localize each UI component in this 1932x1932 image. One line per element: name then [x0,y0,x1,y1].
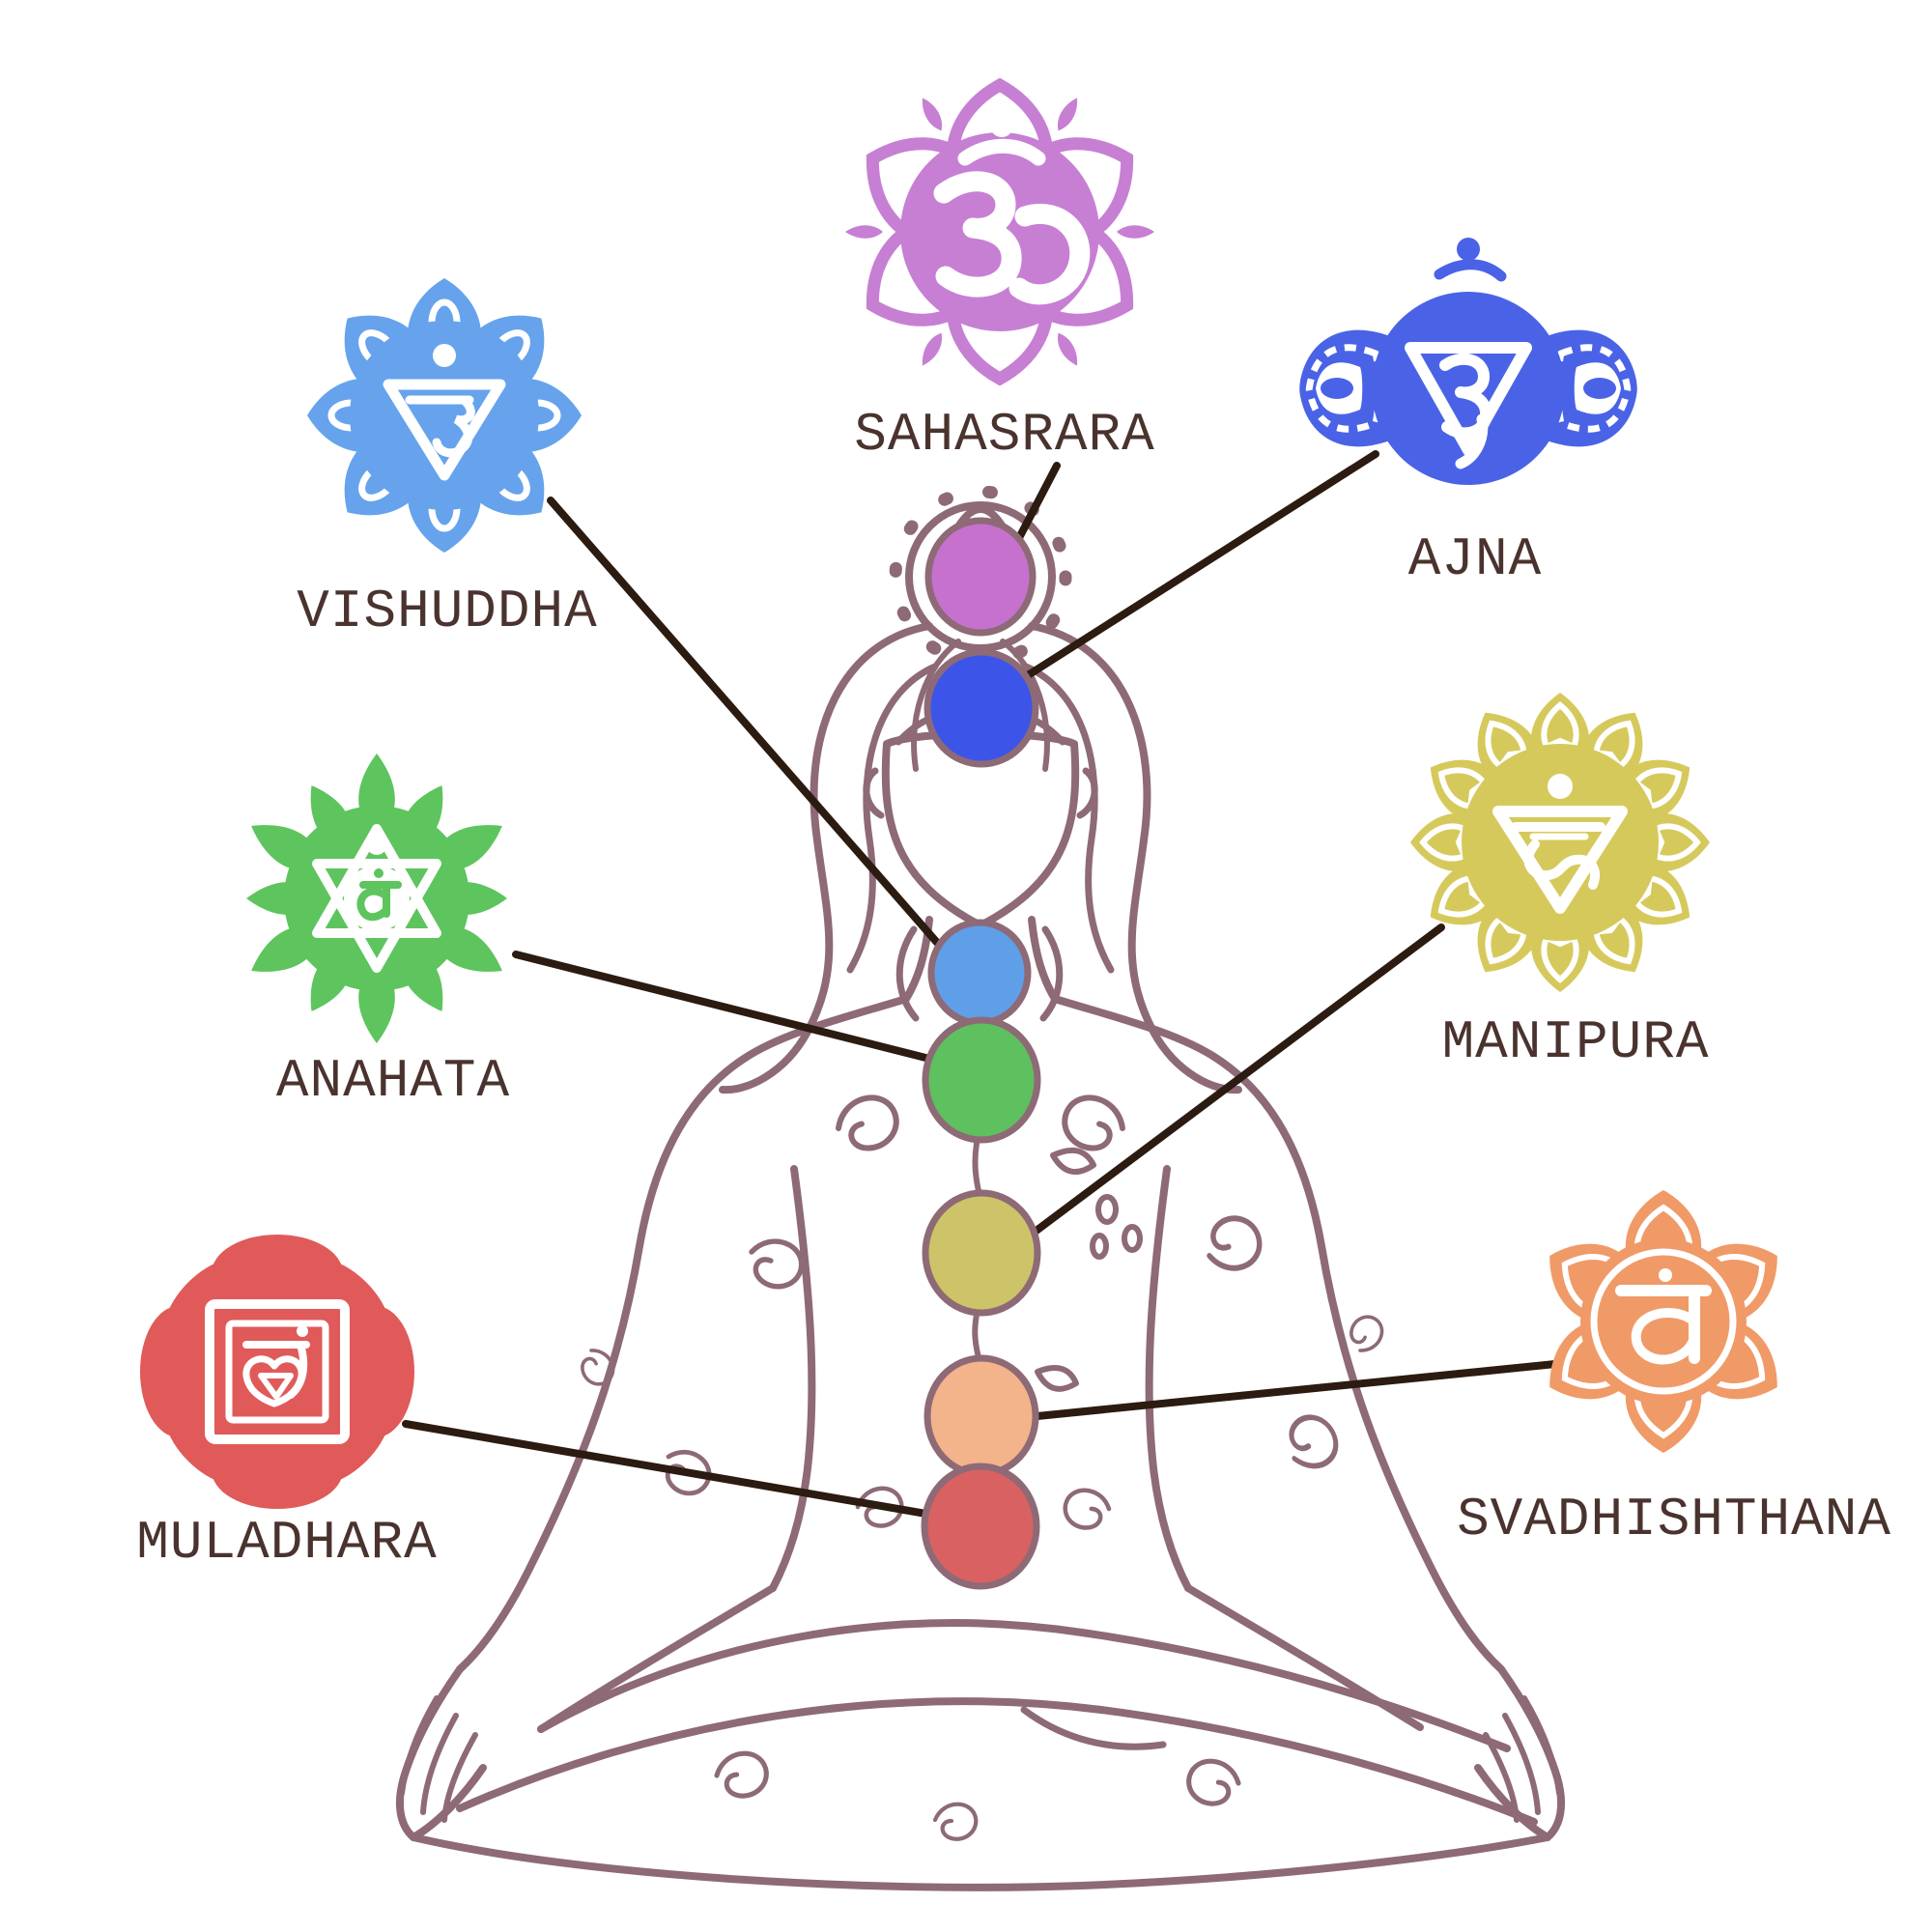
hexagram [312,824,441,973]
teardrop [1117,225,1154,239]
manipura-symbol [1410,693,1710,992]
collar [895,925,920,1022]
vishuddha-connector-line [547,497,956,964]
ram-glyph [1511,822,1605,890]
droplet [1090,1233,1109,1260]
vishuddha-symbol [307,278,582,553]
body-curl [832,1091,903,1157]
lam-glyph [242,1325,310,1407]
ear-right [1076,767,1098,819]
teardrop [917,95,948,134]
teardrop [1052,95,1083,134]
inner-square-outline [205,1299,350,1444]
svadhishthana-symbol [1531,1190,1797,1453]
hand-left-fingers [399,1695,478,1823]
vine-leaf [1035,1147,1096,1392]
sahasrara-symbol [845,85,1154,379]
body-curl [1202,1213,1265,1275]
chakra-labels: SAHASRARA AJNA VISHUDDHA ANAHATA MANIPUR… [136,404,1891,1574]
teardrop [1052,329,1083,369]
collar [1039,925,1064,1022]
anahata-connector-line [512,951,956,1068]
manipura-connector-line [1014,923,1445,1248]
foot-tucked [1020,1706,1167,1750]
symbol-circle [1580,1238,1747,1405]
teardrop [917,329,948,369]
sahasrara-label: SAHASRARA [854,404,1154,466]
muladhara-label: MULADHARA [136,1512,437,1574]
connector-lines [402,450,1578,1520]
teardrop [845,225,883,239]
shin-front-top [537,1619,1511,1752]
svadhishthana-connector-line [1014,1358,1578,1422]
bindu [1548,774,1573,799]
om-glyph [1439,353,1492,469]
arm-right [1051,995,1505,1673]
chakra-dots [921,517,1041,1590]
symbol-circle [1462,744,1659,941]
torso-right [1145,1165,1192,1592]
droplet [1122,1224,1143,1253]
shin-front-bottom [456,1697,1538,1826]
anahata-label: ANAHATA [276,1050,510,1112]
body-curl [1279,1409,1344,1476]
eye-wing-right [1537,329,1637,447]
hand-left [395,1665,487,1841]
crown-ring [905,501,1056,652]
hair-left-strand [846,663,939,974]
hair-left-strand [911,639,961,772]
crown-chakra-dot [924,517,1037,637]
body-curl [745,1236,807,1293]
throat-chakra-dot [927,919,1032,1027]
candrabindu [1434,238,1507,282]
body-curl [1342,1309,1390,1358]
body-curl [1063,1487,1112,1531]
hair-right-strand [1022,663,1115,974]
yam-glyph [356,868,402,922]
ajna-symbol [1299,238,1637,485]
triangle-down [383,379,506,481]
manipura-label: MANIPURA [1442,1011,1710,1073]
vishuddha-label: VISHUDDHA [297,581,597,642]
vam-glyph [1615,1268,1712,1365]
inner-ring [1590,1248,1737,1395]
ajna-label: AJNA [1408,528,1542,590]
triangle-down [1405,342,1532,456]
ear-left [863,767,885,819]
body-curl [1185,1757,1242,1808]
svadhishthana-label: SVADHISHTHANA [1457,1489,1891,1550]
neck-right [1028,916,1059,1003]
om-glyph [933,114,1091,305]
hand-right [1474,1665,1566,1841]
body-curl [1058,1091,1129,1157]
bindu [433,344,456,367]
legs-base [410,1833,1551,1891]
muladhara-connector-line [402,1420,947,1520]
ajna-connector-line [1010,450,1379,688]
anahata-symbol [242,753,512,1043]
root-chakra-dot [921,1463,1040,1590]
solar-plexus-chakra-dot [922,1189,1041,1317]
hair-right-strand [1000,639,1050,772]
sacral-chakra-dot [923,1354,1039,1478]
droplet [1095,1194,1119,1225]
symbol-circle [350,321,539,510]
hair-left [719,622,933,1094]
hair-right [1028,622,1242,1094]
third-eye-chakra-dot [923,648,1039,768]
ham-glyph [405,395,475,458]
muladhara-symbol [140,1235,414,1509]
eye-wing-left [1299,329,1400,447]
body-curl [934,1803,979,1841]
arm-left [456,995,910,1673]
torso-left [769,1165,816,1592]
body-curl [713,1749,770,1801]
heart-chakra-dot [922,1016,1041,1144]
inner-square-outline-2 [225,1320,329,1424]
